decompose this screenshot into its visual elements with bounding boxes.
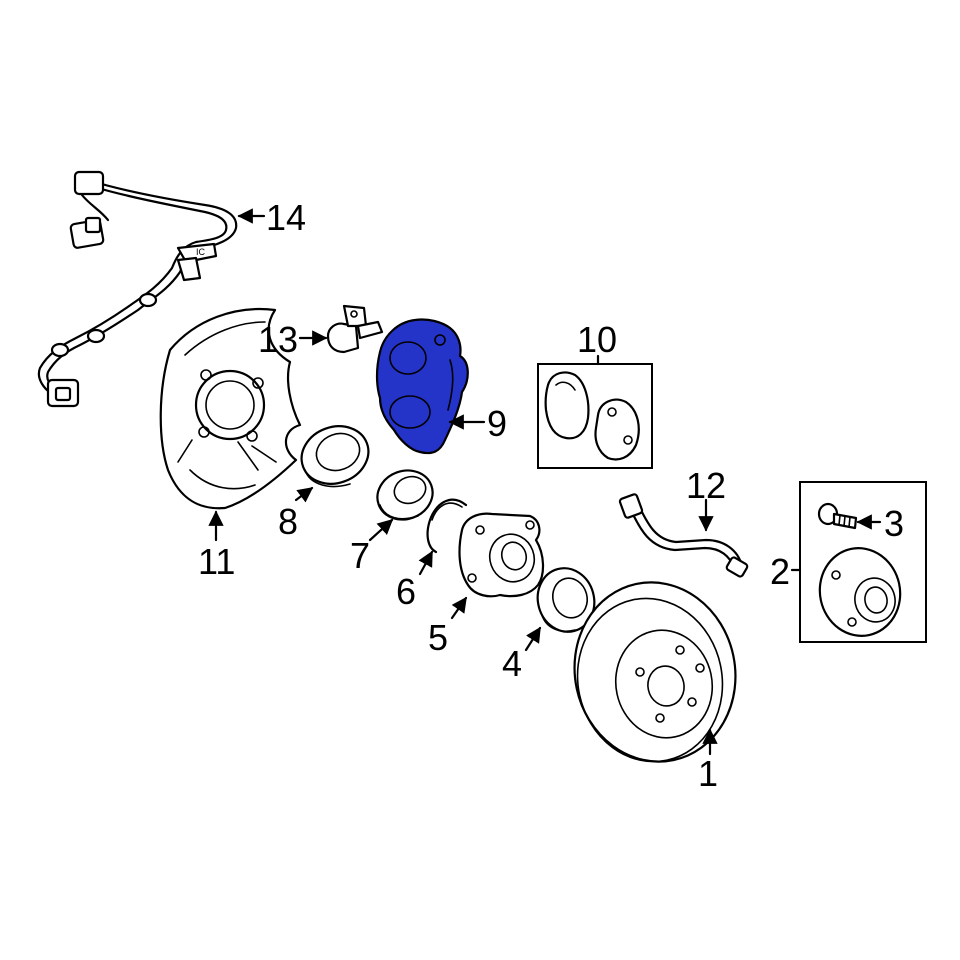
leader-5 [450,596,468,620]
callout-5: 5 [428,617,448,658]
callout-14: 14 [266,197,306,238]
leader-4 [524,626,542,652]
outer-seal-part[interactable] [531,562,602,638]
callout-4: 4 [502,643,522,684]
brake-rotor-part[interactable] [558,567,752,776]
wheel-stud-part[interactable] [817,502,858,530]
callout-7: 7 [350,535,370,576]
callout-12: 12 [686,465,726,506]
callout-11: 11 [198,541,235,582]
callout-1: 1 [698,753,718,794]
abs-speed-sensor-part[interactable] [326,304,384,354]
svg-text:IC: IC [196,247,206,257]
callout-3: 3 [884,503,904,544]
dust-shield-part[interactable] [159,308,302,510]
callout-2: 2 [770,551,790,592]
steering-knuckle-hub-part[interactable] [458,512,545,598]
callout-8: 8 [278,501,298,542]
leader-lines [208,208,882,756]
harness-clip [73,170,105,196]
leader-8 [294,486,314,503]
wheel-bearing-part[interactable] [370,463,439,527]
callout-6: 6 [396,571,416,612]
leader-6 [418,550,434,576]
brake-caliper-part[interactable] [375,318,469,455]
leader-7 [368,518,394,542]
abs-wire-harness-part[interactable]: IC [37,170,238,408]
callout-10: 10 [577,319,617,360]
hub-kit-box [799,481,927,643]
callout-9: 9 [487,403,507,444]
hub-assembly-part[interactable] [799,481,927,643]
callout-labels: 14 13 9 10 11 8 7 6 5 4 1 12 3 2 [198,197,904,794]
brake-hose-part[interactable] [618,493,749,578]
oil-seal-part[interactable] [293,417,376,493]
snap-ring-part[interactable] [426,498,468,554]
harness-bracket [176,242,218,264]
pad-kit-box [537,363,653,469]
callout-13: 13 [258,319,298,360]
brake-pad-set-part[interactable] [537,363,653,469]
